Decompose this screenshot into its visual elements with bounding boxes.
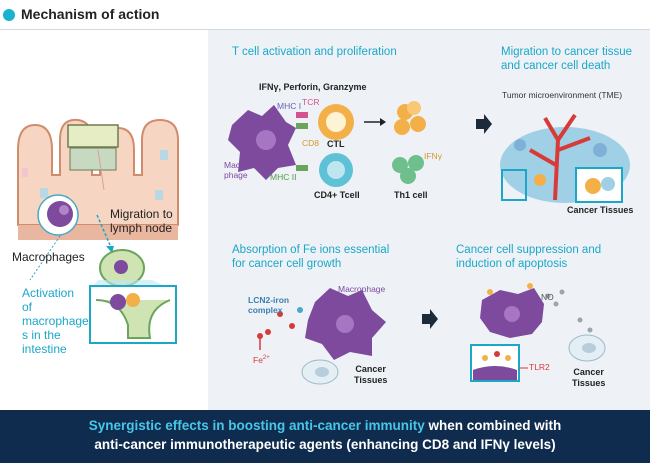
macrophages-label: Macrophages [12,250,85,264]
banner-highlight-text: Synergistic effects in boosting anti-can… [88,418,425,433]
page-title: Mechanism of action [21,6,160,22]
mhc1-label: MHC I [277,101,302,111]
ifny-label: IFNγ [424,151,442,161]
cd4-tcell-icon [296,153,353,187]
banner-line1-rest: when combined with [424,418,562,433]
banner-line2: anti-cancer immunotherapeutic agents (en… [94,437,556,452]
ctl-cluster-icon [394,101,426,135]
macrophage-apc-icon [228,105,296,180]
ifn-perforin-granzyme-label: IFNγ, Perforin, Granzyme [259,82,367,92]
header-divider [0,29,650,30]
macrophage-apc-label: Macro- phage [224,160,251,180]
next-step-arrow-icon [476,114,492,134]
proliferation-arrow-icon [364,118,386,126]
no-label: NO [541,292,554,302]
suppression-macrophage-icon [480,283,544,338]
tlr2-label: TLR2 [529,362,550,372]
lymph-node-icon [88,249,178,344]
migration-title: Migration to cancer tissue and cancer ce… [501,46,633,72]
tlr2-zoom-box-icon [470,344,528,382]
th1-cell-label: Th1 cell [394,190,428,200]
suppression-title: Cancer cell suppression and induction of… [456,244,602,270]
suppression-cancer-tissues-label: Cancer Tissues [572,367,606,388]
intestine-macrophage-icon [37,194,79,236]
tumor-microenvironment-icon [500,113,630,203]
cd8-label: CD8 [302,138,320,148]
th1-cluster-icon [392,155,424,184]
lcn2-iron-complex-icon [257,307,303,350]
summary-banner-text: Synergistic effects in boosting anti-can… [0,416,650,454]
tcr-label: TCR [302,97,320,107]
mhc2-label: MHC II [270,172,297,182]
summary-banner [0,410,650,463]
fe-cancer-tissues-label: Cancer Tissues [354,364,388,385]
tme-label: Tumor microenvironment (TME) [502,90,623,100]
migration-cancer-tissues-label: Cancer Tissues [567,205,634,215]
header-bullet-icon [3,9,15,21]
fe-macrophage-icon [305,288,386,360]
lcn2-iron-complex-label: LCN2-iron complex [248,295,290,315]
header-bar [0,0,650,30]
tcell-title: T cell activation and proliferation [232,46,397,58]
fe-ion-label: Fe2+ [253,355,270,365]
ctl-cell-icon [296,104,354,140]
ctl-label: CTL [327,139,345,149]
fe-cancer-cell-icon [301,359,339,385]
suppression-cancer-cell-icon [568,334,606,362]
activation-connector [29,235,61,281]
cd4-tcell-label: CD4+ Tcell [314,190,360,200]
activation-of-macrophages-label: Activation of macrophage s in the intest… [22,286,89,356]
fe-title: Absorption of Fe ions essential for canc… [232,244,390,270]
no-molecules-icon [545,289,593,333]
migration-to-lymph-node-label: Migration to lymph node [110,207,173,235]
tcell-activation-card [212,34,462,214]
fe-macrophage-label: Macrophage [338,284,386,294]
next-step-arrow-2-icon [422,309,438,329]
